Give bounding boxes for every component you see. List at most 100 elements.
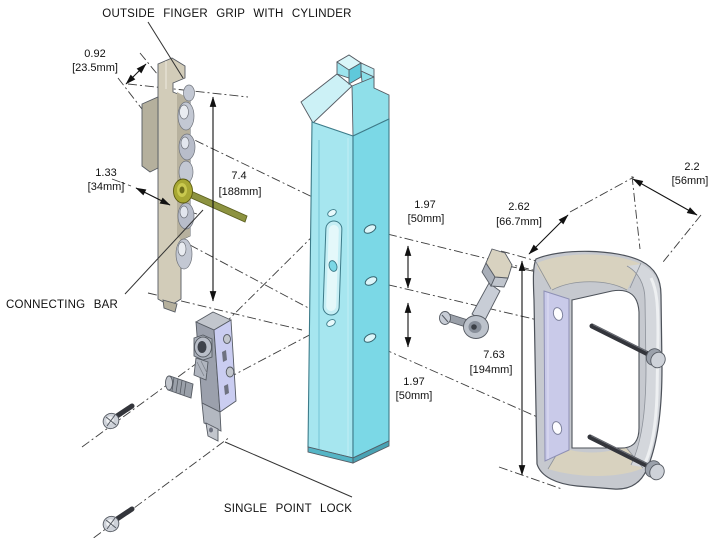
cylinder-segment [183,84,195,102]
dim-grip-length-in: 7.4 [231,170,246,182]
knob-end-cap [165,375,173,391]
lock-boss [223,334,231,344]
lock-linkage-line [200,360,208,374]
dim-line-handle-clearance [528,214,569,255]
grip-flange [141,96,159,173]
lock-front-face [213,319,237,413]
centerline [147,292,303,331]
screw-shaft [589,323,651,357]
centerline [111,178,132,187]
handle-mount-plate [543,290,570,462]
dim-grip-top-width-mm: [23.5mm] [72,62,118,74]
annotations: OUTSIDE FINGER GRIP WITH CYLINDER CONNEC… [6,8,708,515]
leader-finger-grip [147,21,184,79]
channel-side-hole-middle [364,276,378,286]
centerline [127,83,249,98]
dim-lower-hole-spacing-mm: [50mm] [396,390,433,402]
handle-top-face [537,254,641,290]
knurl-line [179,380,183,395]
centerline [179,132,334,208]
knurl-line [183,381,187,396]
screw-shaft-highlight [592,323,648,353]
inside-pull-handle [532,250,663,490]
screw-shaft-highlight [590,434,648,465]
dim-lower-hole-spacing-in: 1.97 [403,376,424,388]
single-point-lock [165,311,237,442]
channel-notch-inner [348,62,362,85]
centerline [569,176,635,213]
dim-handle-clearance-mm: [66.7mm] [496,216,542,228]
dim-line-handle-top-depth [632,178,698,216]
centerline [81,354,209,448]
handle-grip-tube [627,264,661,468]
dim-line-grip-top-width [125,63,147,85]
screw-cross-slot [106,517,116,530]
lock-hub-bore [197,341,207,353]
screw-cross-slot [106,414,116,427]
handle-seam [551,281,628,291]
faceplate-hole [209,427,213,433]
leader-single-point-lock [224,441,353,498]
dim-grip-length-mm: [188mm] [219,186,262,198]
lock-boss [225,366,235,378]
centerline [139,52,159,76]
dim-upper-hole-spacing-in: 1.97 [414,199,435,211]
leader-lines [124,21,353,498]
mounting-screws [102,403,135,533]
plate-screw-hole-top [552,307,564,321]
leader-connecting-bar [124,209,204,295]
thumb-latch-lever [439,248,513,339]
screw-head [650,351,666,369]
centerline [662,214,702,263]
screw-shaft [587,434,651,469]
handle-seam [629,262,642,289]
label-connecting-bar: CONNECTING BAR [6,299,118,311]
dim-handle-length-mm: [194mm] [470,364,513,376]
tube-highlight [643,277,660,464]
cylinder-highlight [179,104,189,120]
dim-grip-pocket-depth-mm: [34mm] [88,181,125,193]
handle-seam [535,261,552,290]
dim-handle-clearance-in: 2.62 [508,201,529,213]
channel-side-hole-bottom [363,333,377,343]
cylinder-keyway [179,186,185,194]
label-single-point-lock: SINGLE POINT LOCK [224,503,352,515]
label-finger-grip: OUTSIDE FINGER GRIP WITH CYLINDER [102,8,351,20]
pin-slot [441,314,449,323]
cylinder-highlight [179,205,189,219]
screw-shaft [114,403,135,419]
channel-bottom-edge [352,440,390,464]
plate-screw-hole-bottom [551,421,563,435]
door-stile-channel [300,54,390,464]
knurl-line [171,377,175,392]
lock-linkage-line [196,361,205,377]
dim-line-grip-pocket-depth [135,187,171,206]
channel-screw-hole [327,209,337,217]
channel-side-hole-top [363,224,377,234]
dim-handle-length-in: 7.63 [483,349,504,361]
centerline [498,466,563,490]
lock-slot [222,350,227,362]
channel-screw-hole [326,319,336,327]
handle-window [571,289,640,449]
outside-finger-grip [141,57,196,313]
slot-center-hole [328,260,338,272]
channel-side-face [352,118,390,459]
dim-grip-top-width-in: 0.92 [84,48,105,60]
knurl-line [175,378,179,393]
dimension-lines [125,63,698,476]
screw-shaft [114,506,135,522]
channel-top-face [300,73,353,124]
dim-handle-top-depth-in: 2.2 [684,161,699,173]
grip-foot [162,299,178,313]
dim-handle-top-depth-mm: [56mm] [672,175,709,187]
cylinder-highlight [177,241,187,257]
cylinder-highlight [180,136,190,150]
centerline [500,250,541,263]
handle-screws [587,323,666,481]
handle-seam [626,265,647,466]
dim-upper-hole-spacing-mm: [50mm] [408,213,445,225]
centerline [631,175,641,250]
